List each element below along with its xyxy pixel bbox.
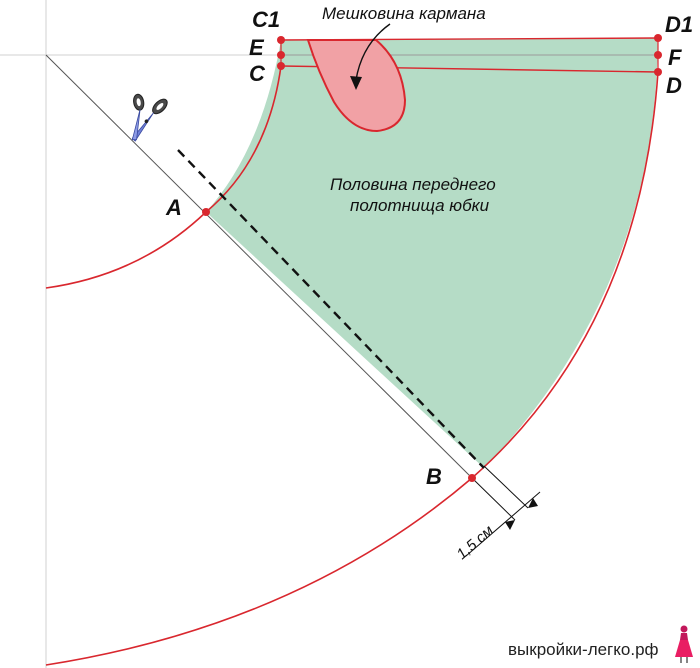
site-watermark: выкройки-легко.рф: [508, 640, 659, 659]
point-e-dot: [277, 51, 285, 59]
dim-extension-line-1: [483, 465, 529, 509]
panel-label-line-1: Половина переднего: [330, 175, 496, 194]
point-c1-label: C1: [252, 7, 280, 32]
front-panel-shape: [206, 38, 658, 468]
scissors-icon: [131, 93, 168, 142]
dim-extension-line-2: [471, 477, 516, 521]
point-a-dot: [202, 208, 210, 216]
point-f-label: F: [668, 45, 682, 70]
dim-line: [465, 491, 541, 557]
point-c-dot: [277, 62, 285, 70]
dim-arrow-2: [528, 498, 538, 508]
point-f-dot: [654, 51, 662, 59]
point-b-label: B: [426, 464, 442, 489]
point-c1-dot: [277, 36, 285, 44]
point-a-label: A: [165, 195, 182, 220]
panel-label-line-2: полотнища юбки: [350, 196, 490, 215]
center-diagonal-line: [45, 54, 473, 479]
point-c-label: C: [249, 61, 266, 86]
point-d-label: D: [666, 73, 682, 98]
cut-dashed-line: [177, 149, 485, 469]
dim-arrow-1: [505, 520, 515, 530]
point-d-dot: [654, 68, 662, 76]
point-d1-dot: [654, 34, 662, 42]
allowance-label: 1,5 см: [453, 522, 496, 563]
point-e-label: E: [249, 35, 265, 60]
point-d1-label: D1: [665, 12, 693, 37]
point-b-dot: [468, 474, 476, 482]
pocket-arrow-line: [355, 23, 391, 81]
pocket-arrow-head: [350, 76, 362, 90]
pocket-label: Мешковина кармана: [322, 4, 486, 23]
dress-figure-icon: [675, 625, 693, 663]
